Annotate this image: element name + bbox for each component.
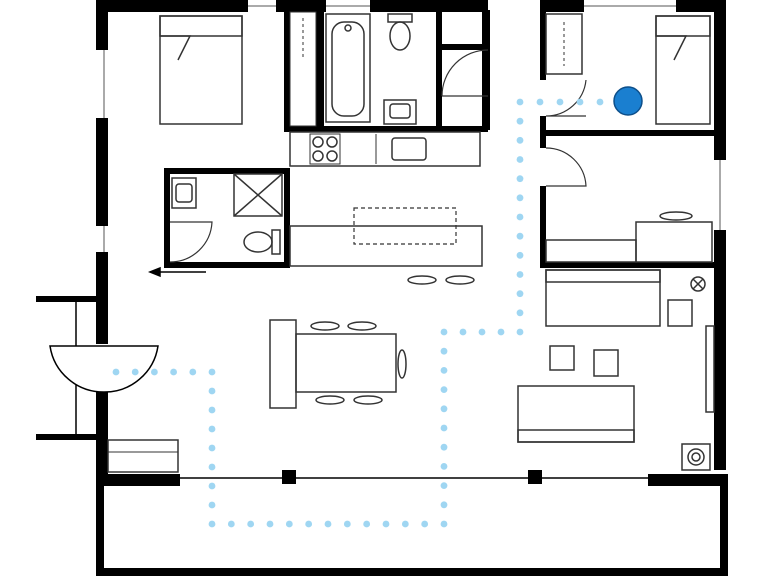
living-furniture [517, 269, 715, 471]
route-dot [151, 368, 158, 376]
bedroom-2-furniture [545, 13, 711, 125]
route-dot [208, 368, 216, 376]
route-dot [459, 328, 467, 336]
route-dot [208, 520, 216, 528]
arrow-left-icon [147, 266, 206, 278]
route-dot [516, 271, 524, 278]
route-dot [440, 347, 448, 355]
route-dot [516, 156, 524, 163]
route-dot [516, 328, 524, 336]
route-dot [440, 463, 448, 470]
route-dot [516, 175, 524, 183]
route-dot [112, 368, 120, 376]
bathroom-fixtures [325, 13, 489, 125]
entry-door [36, 296, 159, 440]
exterior-walls [96, 0, 728, 576]
route-dot [516, 213, 524, 221]
route-dot [208, 444, 216, 452]
kitchen-counter [289, 131, 481, 167]
route-dot [440, 520, 448, 528]
route-dot [516, 194, 524, 202]
route-dot [208, 463, 216, 471]
study-furniture [545, 147, 713, 263]
entry-console [107, 439, 179, 473]
route-dot [208, 406, 216, 414]
master-bed [159, 15, 243, 125]
route-dot [382, 520, 390, 528]
route-dot [285, 520, 293, 528]
route-dot [421, 520, 429, 528]
route-path [112, 98, 604, 528]
route-dot [305, 520, 313, 528]
route-dot [170, 368, 178, 376]
route-dot [401, 520, 409, 528]
route-dot [227, 520, 235, 528]
route-dot [208, 482, 216, 490]
route-dot [576, 98, 584, 106]
route-dot [516, 136, 524, 144]
route-dot [208, 425, 216, 433]
route-dot [440, 443, 448, 451]
kitchen-island [289, 207, 483, 285]
route-dot [497, 328, 505, 336]
route-dot [440, 328, 448, 336]
route-dot [596, 98, 604, 106]
location-dot-icon [613, 86, 643, 116]
route-dot [536, 98, 544, 106]
route-dot [363, 520, 371, 528]
route-dot [516, 232, 524, 240]
windows [103, 5, 721, 252]
route-dot [131, 368, 139, 376]
route-dot [247, 520, 255, 528]
route-dot [324, 520, 332, 528]
route-dot [440, 386, 448, 393]
route-dot [440, 405, 448, 413]
interior-walls [164, 0, 726, 268]
route-dot [516, 290, 524, 298]
route-dot [440, 367, 448, 374]
route-dot [516, 251, 524, 259]
route-dot [516, 309, 524, 317]
route-dot [516, 117, 524, 125]
route-dot [440, 424, 448, 432]
route-dot [516, 98, 524, 106]
dining-table [269, 319, 407, 409]
closet [289, 11, 317, 127]
route-dot [208, 501, 216, 509]
route-dot [440, 482, 448, 489]
route-dot [478, 328, 486, 336]
route-dot [440, 501, 448, 509]
route-dot [266, 520, 274, 528]
route-dot [556, 98, 564, 106]
half-bath-fixtures [169, 173, 283, 263]
route-dot [189, 368, 197, 376]
route-dot [208, 387, 216, 395]
route-dot [343, 520, 351, 528]
